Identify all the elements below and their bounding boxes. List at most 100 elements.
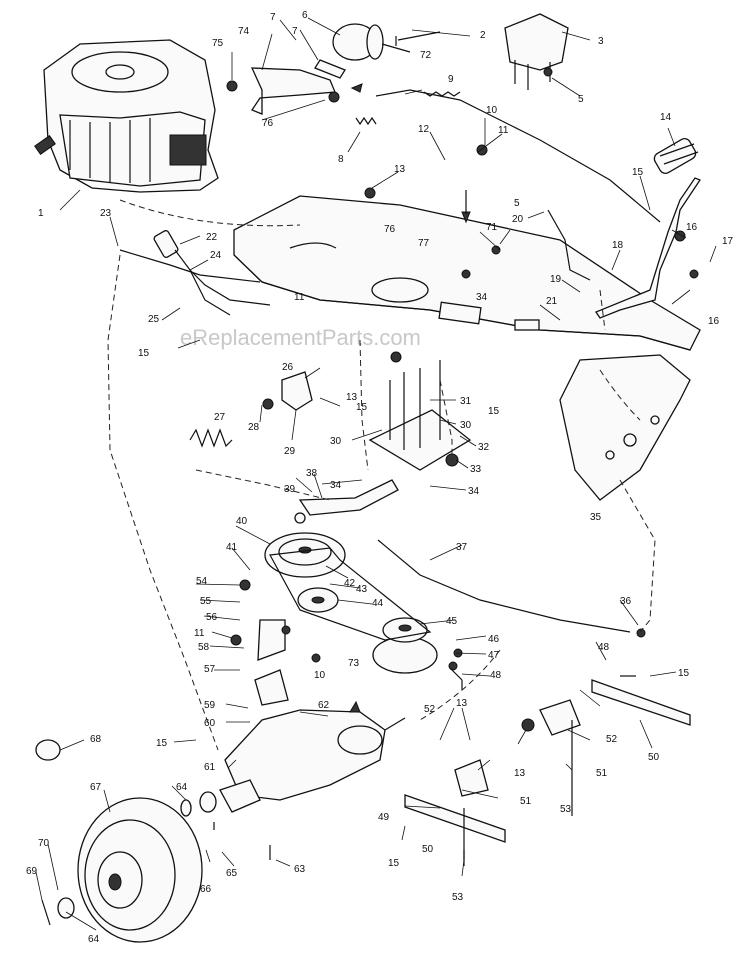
drive-belt xyxy=(269,547,432,641)
callout-70: 70 xyxy=(38,838,50,849)
pedal-pad xyxy=(653,138,699,174)
callout-27: 27 xyxy=(214,412,226,423)
muffler xyxy=(332,23,384,61)
callout-13: 13 xyxy=(456,698,468,709)
callout-28: 28 xyxy=(248,422,260,433)
wheel-hardware xyxy=(35,739,217,926)
belt-guide xyxy=(254,619,289,706)
callout-9: 9 xyxy=(448,74,454,85)
callout-16: 16 xyxy=(686,222,698,233)
callout-34: 34 xyxy=(468,486,480,497)
callout-75: 75 xyxy=(212,38,224,49)
callout-67: 67 xyxy=(90,782,102,793)
callout-20: 20 xyxy=(512,214,524,225)
callout-52: 52 xyxy=(424,704,436,715)
callout-17: 17 xyxy=(722,236,734,247)
callout-19: 19 xyxy=(550,274,562,285)
callout-37: 37 xyxy=(456,542,468,553)
callout-39: 39 xyxy=(284,484,296,495)
callout-15: 15 xyxy=(138,348,150,359)
callout-64: 64 xyxy=(88,934,100,945)
brake-rod-upper xyxy=(591,679,691,726)
brake-bracket xyxy=(454,699,581,860)
callout-36: 36 xyxy=(620,596,632,607)
callout-2: 2 xyxy=(480,30,486,41)
callout-15: 15 xyxy=(488,406,500,417)
callout-48: 48 xyxy=(598,642,610,653)
callout-47: 47 xyxy=(488,650,500,661)
callout-25: 25 xyxy=(148,314,160,325)
idler-bracket xyxy=(368,360,472,471)
callout-11: 11 xyxy=(498,125,509,136)
callout-34: 34 xyxy=(476,292,488,303)
callout-33: 33 xyxy=(470,464,482,475)
callout-72: 72 xyxy=(420,50,432,61)
callout-10: 10 xyxy=(486,105,498,116)
callout-30: 30 xyxy=(460,420,472,431)
callout-18: 18 xyxy=(612,240,624,251)
callout-5: 5 xyxy=(514,198,520,209)
callout-15: 15 xyxy=(678,668,690,679)
callout-5: 5 xyxy=(578,94,584,105)
callout-54: 54 xyxy=(196,576,208,587)
callout-50: 50 xyxy=(648,752,660,763)
shift-rod-37 xyxy=(377,539,631,633)
idler-pulley xyxy=(297,587,339,613)
callout-62: 62 xyxy=(318,700,330,711)
callout-13: 13 xyxy=(394,164,406,175)
callout-50: 50 xyxy=(422,844,434,855)
callout-8: 8 xyxy=(338,154,344,165)
callout-22: 22 xyxy=(206,232,218,243)
callout-71: 71 xyxy=(486,222,498,233)
callout-40: 40 xyxy=(236,516,248,527)
callout-15: 15 xyxy=(356,402,368,413)
callout-64: 64 xyxy=(176,782,188,793)
callout-57: 57 xyxy=(204,664,216,675)
callout-60: 60 xyxy=(204,718,216,729)
throttle-cable xyxy=(375,89,661,223)
callout-61: 61 xyxy=(204,762,216,773)
callout-23: 23 xyxy=(100,208,112,219)
callout-43: 43 xyxy=(356,584,368,595)
callout-59: 59 xyxy=(204,700,216,711)
callout-51: 51 xyxy=(520,796,532,807)
callout-15: 15 xyxy=(388,858,400,869)
brake-pedal xyxy=(595,177,701,319)
callout-69: 69 xyxy=(26,866,38,877)
shift-rod xyxy=(547,209,591,281)
top-bolts xyxy=(226,31,553,103)
callout-26: 26 xyxy=(282,362,294,373)
callout-16: 16 xyxy=(708,316,720,327)
callout-51: 51 xyxy=(596,768,608,779)
callout-48: 48 xyxy=(490,670,502,681)
callout-52: 52 xyxy=(606,734,618,745)
callout-65: 65 xyxy=(226,868,238,879)
callout-10: 10 xyxy=(314,670,326,681)
callout-38: 38 xyxy=(306,468,318,479)
engine xyxy=(34,39,219,193)
callout-76: 76 xyxy=(262,118,274,129)
callout-44: 44 xyxy=(372,598,384,609)
callout-6: 6 xyxy=(302,10,308,21)
callout-15: 15 xyxy=(632,167,644,178)
callout-77: 77 xyxy=(418,238,430,249)
spring-27 xyxy=(189,428,233,448)
callout-29: 29 xyxy=(284,446,296,457)
callout-74: 74 xyxy=(238,26,250,37)
spring-8 xyxy=(355,116,377,126)
callout-13: 13 xyxy=(346,392,358,403)
callout-56: 56 xyxy=(206,612,218,623)
callout-53: 53 xyxy=(452,892,464,903)
callout-32: 32 xyxy=(478,442,490,453)
callout-42: 42 xyxy=(344,578,356,589)
callout-11: 11 xyxy=(294,292,305,303)
direction-arrows xyxy=(349,83,471,713)
callout-58: 58 xyxy=(198,642,210,653)
control-bracket xyxy=(262,371,313,411)
callout-1: 1 xyxy=(38,208,44,219)
rear-wheel xyxy=(77,797,203,943)
callout-11: 11 xyxy=(194,628,205,639)
callout-7: 7 xyxy=(292,26,298,37)
callouts: 1 2 3 5 5 6 7 7 8 9 10 10 11 11 11 12 13… xyxy=(26,10,734,945)
